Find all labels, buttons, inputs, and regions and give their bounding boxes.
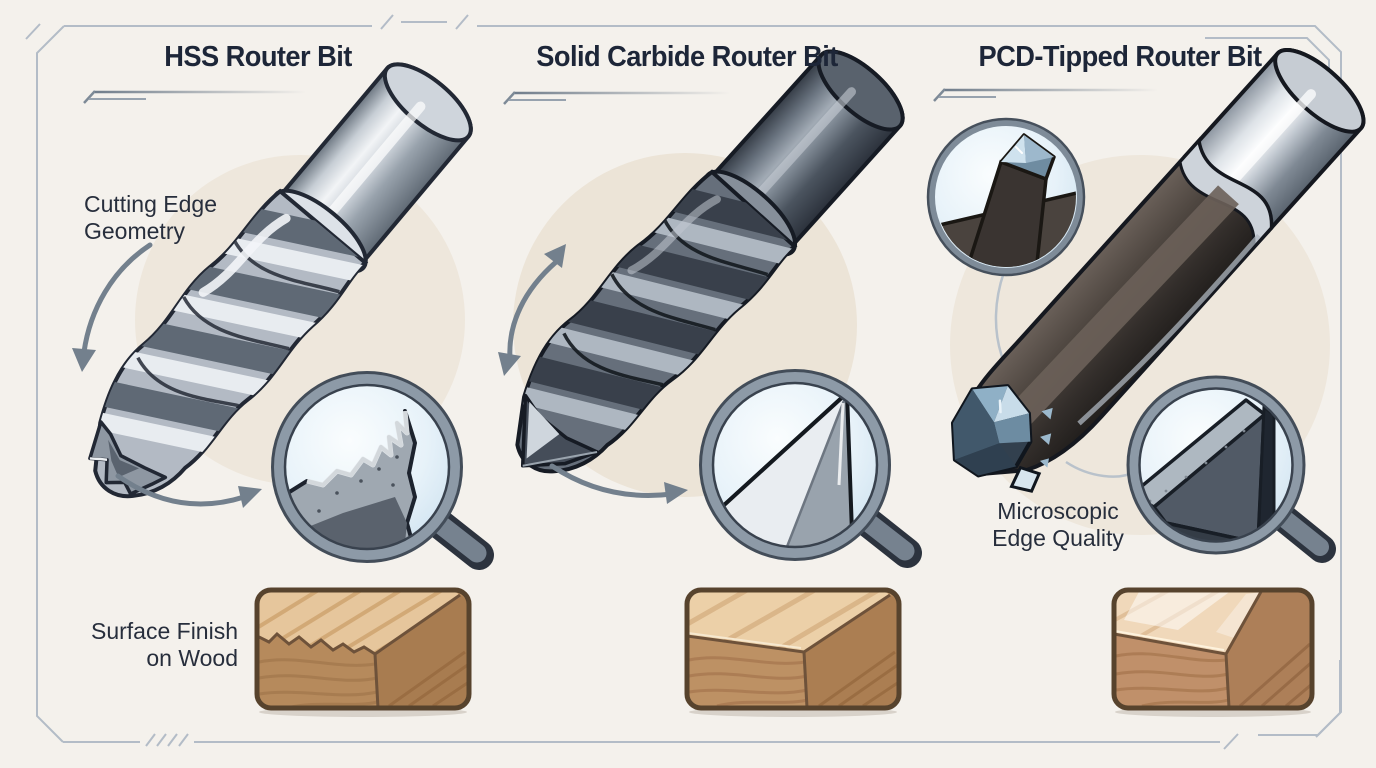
heading-hss: HSS Router Bit <box>164 41 352 73</box>
cutting-edge-geometry-label: Cutting Edge Geometry <box>84 191 294 245</box>
magnifier-sharp-edge-icon <box>699 369 922 568</box>
pcd-bit-illustration <box>950 47 1366 493</box>
frame-decoration <box>25 14 1353 750</box>
curved-arrow-right <box>115 473 262 508</box>
label-line: Microscopic <box>997 498 1119 524</box>
heading-underlines <box>83 88 1158 105</box>
heading-carbide: Solid Carbide Router Bit <box>536 41 838 73</box>
wood-sample-rough <box>254 587 472 717</box>
wood-sample-glossy <box>1111 587 1315 717</box>
magnifier-precise-edge-icon <box>1126 375 1336 563</box>
magnifier-rough-edge-icon <box>271 371 494 570</box>
curved-arrow-down <box>72 242 153 372</box>
diamond-tip-inset-circle <box>926 117 1086 277</box>
heading-pcd: PCD-Tipped Router Bit <box>978 41 1263 73</box>
microscopic-edge-quality-label: Microscopic Edge Quality <box>958 498 1158 552</box>
label-line: Surface Finish <box>90 618 238 644</box>
wood-sample-clean <box>684 587 902 717</box>
carbide-bit-illustration <box>479 49 905 474</box>
surface-finish-label: Surface Finish on Wood <box>44 618 238 672</box>
label-line: on Wood <box>146 645 238 672</box>
label-line: Edge Quality <box>992 525 1124 552</box>
diamond-tip-detail <box>936 133 1076 267</box>
hss-bit-illustration <box>56 62 473 499</box>
diamond-tip <box>950 384 1053 493</box>
label-line: Cutting Edge <box>84 191 217 217</box>
label-line: Geometry <box>84 218 185 245</box>
rotation-double-arrow <box>498 244 566 376</box>
curved-arrow-right <box>549 463 688 504</box>
